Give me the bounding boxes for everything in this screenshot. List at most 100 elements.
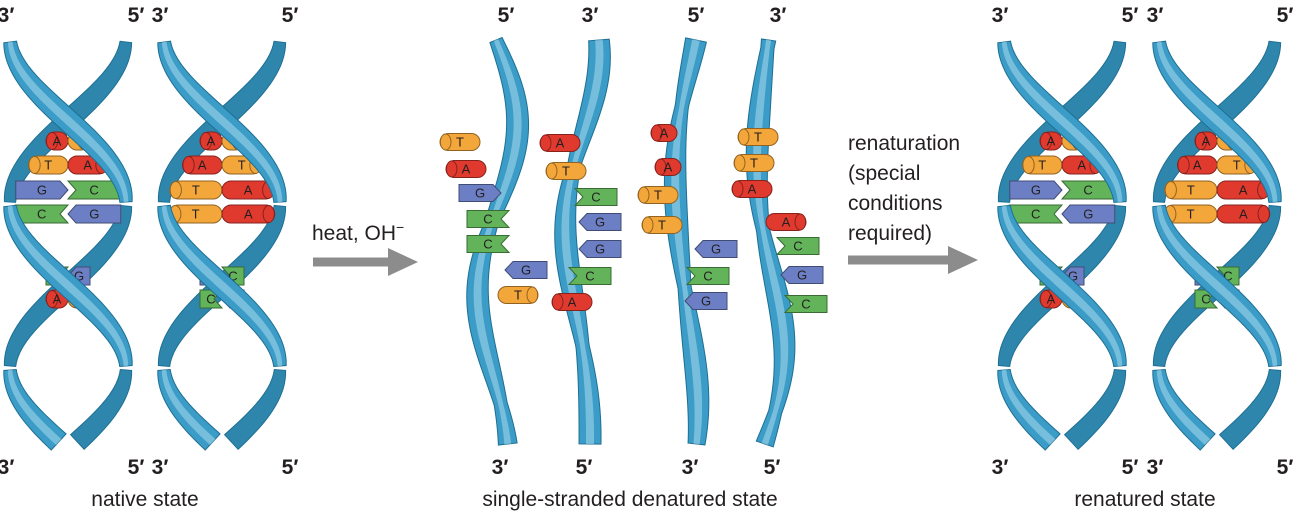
base-letter: C [585, 269, 594, 284]
base-a: A [1216, 204, 1271, 224]
caption-renatured: renatured state [1074, 488, 1215, 511]
base-a: A [765, 213, 807, 231]
base-letter: T [1038, 158, 1046, 173]
base-letter: T [44, 158, 52, 173]
base-a: A [731, 180, 773, 198]
base-t: T [1163, 204, 1218, 224]
base-letter: C [1031, 207, 1040, 222]
base-t: T [168, 204, 223, 224]
base-a: A [199, 131, 223, 151]
base-a: A [221, 204, 276, 224]
end-label-bottom_right: 5′ [1277, 456, 1294, 479]
base-letter: C [703, 269, 712, 284]
base-letter: C [89, 183, 98, 198]
base-t: T [737, 128, 779, 146]
helix-layer: ATTAGCCGCGAT3′5′3′5′ATATTATAGCCG3′5′3′5′… [0, 4, 1293, 479]
base-letter: A [664, 160, 673, 175]
helix-front-strands [1152, 40, 1282, 451]
helix-front-strands [3, 40, 133, 451]
end-label-bottom_right: 5′ [128, 456, 145, 479]
base-g: G [1009, 180, 1063, 200]
base-c: C [573, 188, 618, 206]
base-letter: A [1047, 292, 1056, 307]
base-letter: C [37, 207, 46, 222]
end-label-top_left: 3′ [992, 4, 1009, 27]
base-a: A [650, 124, 678, 142]
base-letter: A [1047, 134, 1056, 149]
base-letter: A [1077, 158, 1086, 173]
base-letter: C [483, 212, 492, 227]
base-letter: G [701, 294, 711, 309]
base-letter: T [456, 135, 464, 150]
base-letter: A [1202, 134, 1211, 149]
base-c: C [466, 235, 511, 253]
base-a: A [1194, 131, 1218, 151]
base-t: T [497, 286, 539, 304]
base-letter: C [801, 297, 810, 312]
base-letter: A [244, 183, 253, 198]
end-label-top_left: 3′ [152, 4, 169, 27]
base-c: C [1060, 180, 1115, 200]
base-c: C [775, 237, 820, 255]
base-letter: G [1083, 207, 1093, 222]
base-letter: G [797, 268, 807, 283]
single-strand-layer: TAGCCGT5′3′ATCGGCA3′5′AATTGCG5′3′TTAACGC… [439, 4, 828, 479]
base-g: G [458, 184, 502, 202]
base-letter: A [748, 182, 757, 197]
double-helix: ATATTATAGCCG3′5′3′5′ [1147, 4, 1294, 479]
base-c: C [466, 210, 511, 228]
base-c: C [567, 267, 612, 285]
strand-bottom-label: 3′ [682, 456, 699, 479]
base-c: C [14, 204, 70, 224]
base-letter: C [483, 237, 492, 252]
base-letter: T [750, 156, 758, 171]
base-letter: C [206, 292, 215, 307]
base-t: T [28, 155, 69, 175]
base-a: A [654, 158, 682, 176]
base-letter: G [595, 242, 605, 257]
base-letter: C [591, 190, 600, 205]
base-letter: T [754, 130, 762, 145]
base-a: A [445, 160, 487, 178]
base-letter: A [660, 126, 669, 141]
renaturation-label: renaturation (special conditions require… [848, 132, 966, 245]
base-letter: T [1187, 207, 1195, 222]
base-letter: G [89, 207, 99, 222]
base-letter: C [1223, 269, 1232, 284]
base-letter: G [521, 263, 531, 278]
base-t: T [169, 180, 223, 200]
base-letter: C [228, 269, 237, 284]
base-g: G [15, 180, 69, 200]
end-label-bottom_left: 3′ [992, 456, 1009, 479]
base-letter: G [475, 186, 485, 201]
helix-front-strands [997, 40, 1127, 451]
double-helix: ATTAGCCGCGAT3′5′3′5′ [992, 4, 1139, 479]
base-c: C [66, 180, 121, 200]
heat-arrow [313, 248, 418, 276]
end-label-bottom_left: 3′ [0, 456, 14, 479]
base-letter: C [1083, 183, 1092, 198]
end-label-bottom_left: 3′ [1147, 456, 1164, 479]
base-letter: T [514, 288, 522, 303]
end-label-bottom_right: 5′ [282, 456, 299, 479]
base-a: A [1039, 131, 1063, 151]
base-letter: A [1239, 207, 1248, 222]
end-label-top_right: 5′ [128, 4, 145, 27]
base-g: G [694, 240, 738, 258]
base-letter: T [192, 207, 200, 222]
base-letter: C [1201, 292, 1210, 307]
base-a: A [1177, 155, 1218, 175]
base-letter: A [207, 134, 216, 149]
base-g: G [67, 204, 122, 224]
base-letter: T [192, 183, 200, 198]
double-helix: ATATTATAGCCG3′5′3′5′ [152, 4, 299, 479]
base-t: T [1164, 180, 1218, 200]
base-letter: T [1233, 158, 1241, 173]
end-label-top_left: 3′ [1147, 4, 1164, 27]
base-c: C [783, 295, 828, 313]
base-a: A [45, 289, 69, 309]
strand-top-label: 5′ [688, 4, 705, 27]
end-label-bottom_left: 3′ [152, 456, 169, 479]
